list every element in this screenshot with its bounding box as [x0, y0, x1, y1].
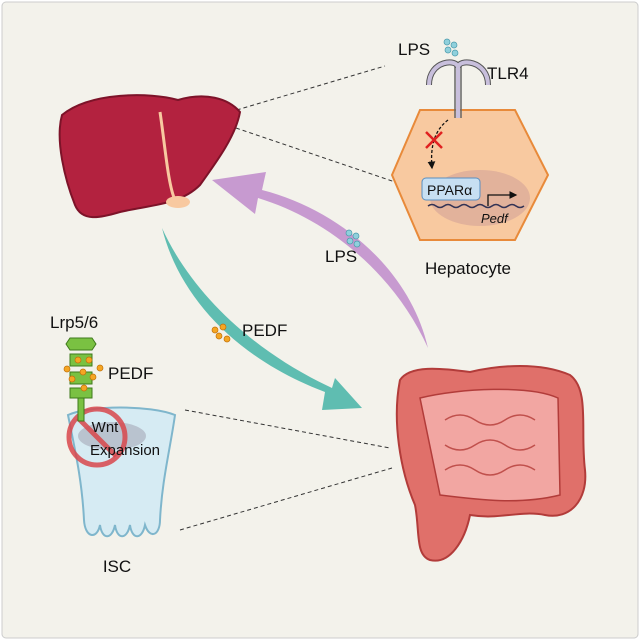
liver [58, 94, 242, 219]
expansion-label: Expansion [90, 442, 160, 459]
ppara-box [421, 177, 481, 201]
lps-top-label: LPS [398, 40, 430, 59]
lrp-receptor [65, 337, 97, 422]
dna-strand [427, 203, 525, 209]
pedf-gene-label: Pedf [481, 211, 509, 226]
pedf-molecules-arrow [211, 323, 231, 343]
transcription-arrow [487, 191, 518, 206]
lrp-label: Lrp5/6 [50, 313, 98, 332]
inhibition-x-icon [425, 131, 443, 149]
tlr4-label: TLR4 [487, 64, 529, 83]
signal-arrow [427, 119, 449, 170]
connector-lines [179, 65, 396, 531]
pedf-molecules-receptor [63, 356, 104, 392]
ppara-label: PPARα [427, 182, 472, 198]
isc-label: ISC [103, 557, 131, 576]
isc-nucleus [78, 422, 146, 450]
lps-arrow-label: LPS [325, 247, 357, 266]
lps-arrow [212, 172, 428, 348]
hepatocyte-cell: PPARα Pedf [390, 59, 550, 241]
lps-molecules-top [443, 38, 459, 57]
lps-molecules-arrow [345, 229, 361, 248]
pedf-receptor-label: PEDF [108, 364, 153, 383]
intestine [395, 365, 587, 562]
pedf-arrow-label: PEDF [242, 321, 287, 340]
wnt-label: Wnt [92, 419, 120, 436]
pedf-arrow [162, 228, 362, 410]
isc-cell: Wnt Expansion [66, 406, 177, 538]
hepatocyte-label: Hepatocyte [425, 259, 511, 278]
no-sign-icon [66, 406, 128, 468]
